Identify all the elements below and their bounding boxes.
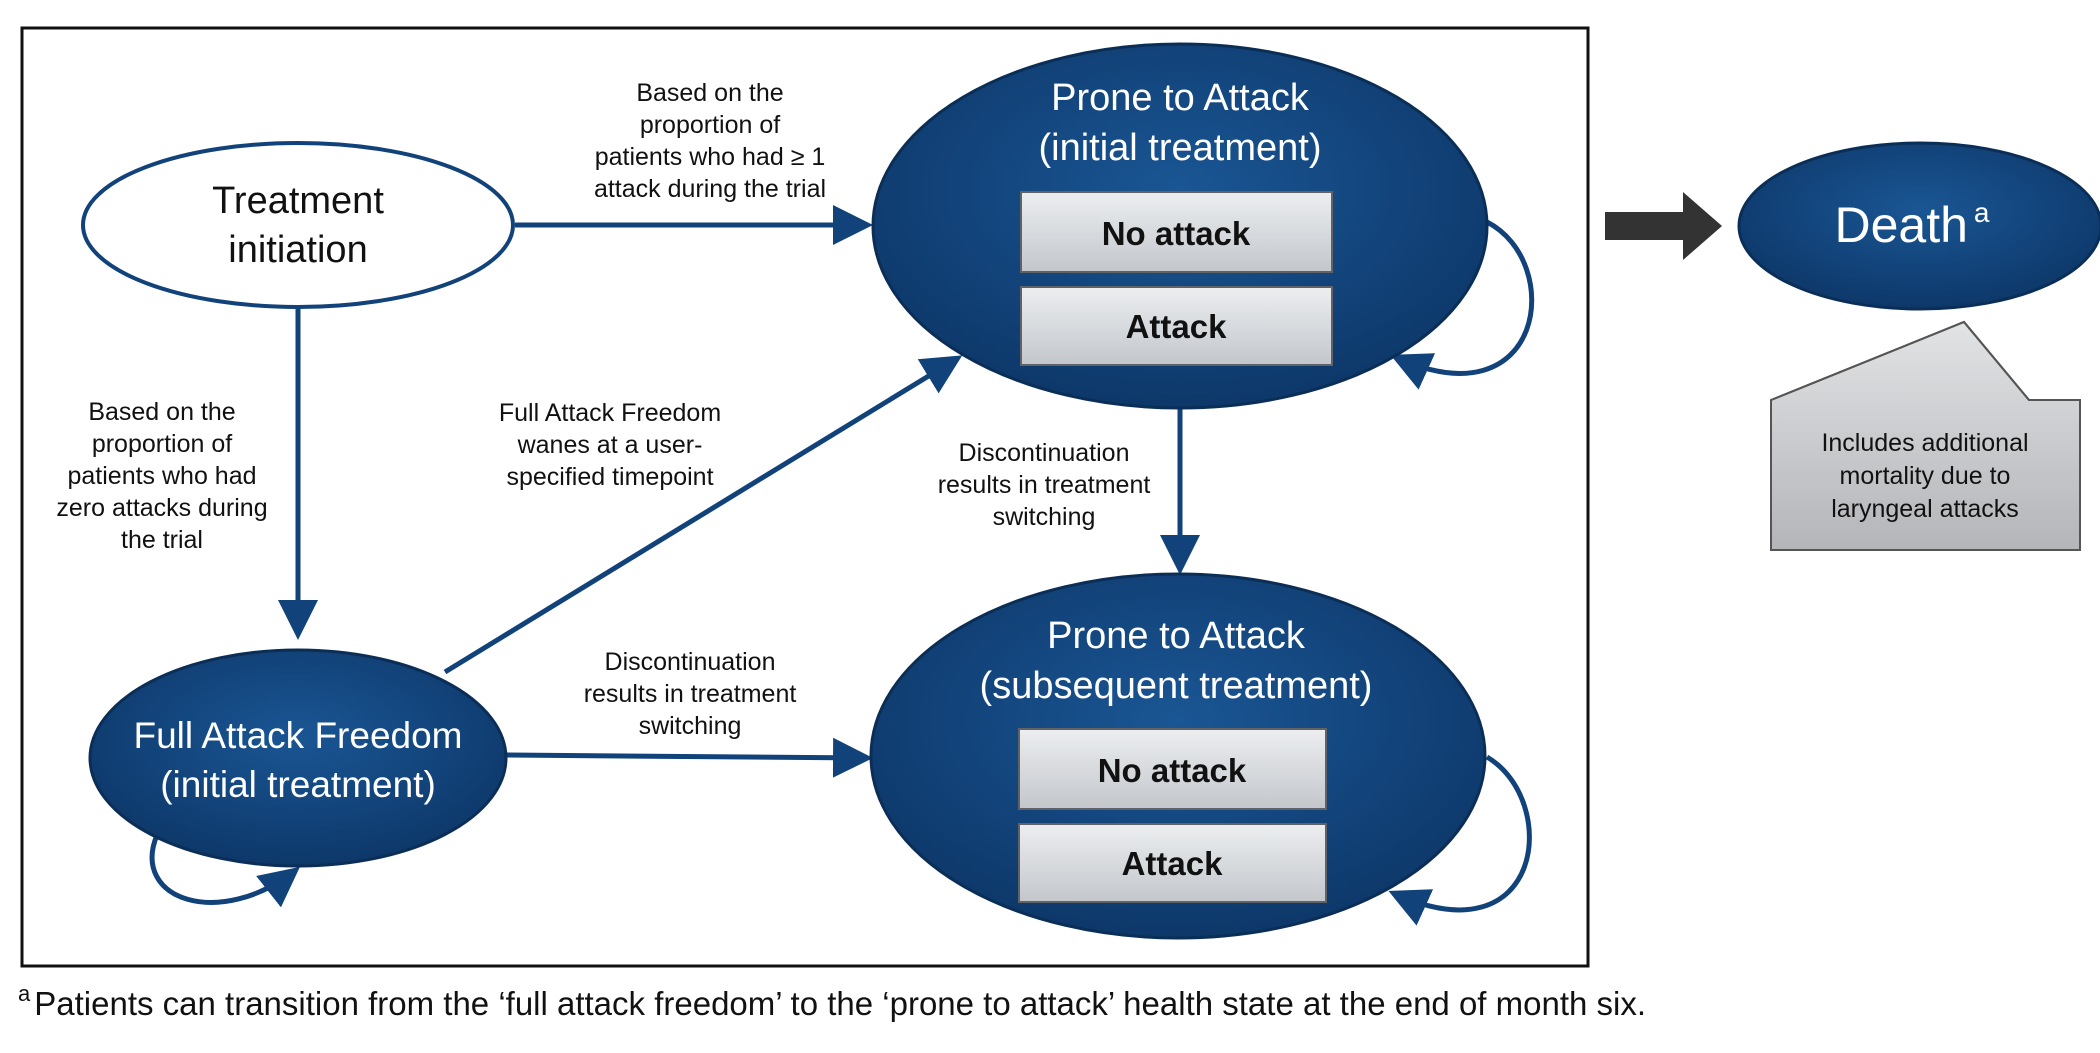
substate-no-attack-initial-label: No attack — [1102, 215, 1251, 252]
state-prone-initial-line2: (initial treatment) — [1039, 127, 1322, 169]
state-full-attack-freedom-line1: Full Attack Freedom — [133, 715, 462, 756]
label-prone-to-subsequent-line1: Discontinuation — [959, 439, 1130, 467]
self-loop-prone-initial — [1390, 219, 1535, 390]
label-init-to-prone-line3: patients who had ≥ 1 — [595, 143, 826, 171]
label-init-to-prone-line1: Based on the — [636, 79, 783, 107]
label-init-to-prone-line2: proportion of — [640, 111, 780, 139]
state-treatment-initiation: Treatment initiation — [81, 141, 515, 309]
label-freedom-to-prone-line3: specified timepoint — [506, 463, 713, 491]
label-init-to-freedom-line5: the trial — [121, 526, 203, 554]
death-callout: Includes additional mortality due to lar… — [1770, 320, 2081, 551]
state-prone-subsequent: Prone to Attack (subsequent treatment) N… — [869, 572, 1487, 940]
state-full-attack-freedom-line2: (initial treatment) — [160, 764, 436, 805]
substate-attack-subsequent — [1018, 823, 1327, 903]
state-prone-initial-line1: Prone to Attack — [1051, 77, 1310, 119]
label-init-to-freedom-line3: patients who had — [67, 462, 256, 490]
label-freedom-to-subsequent-line2: results in treatment — [584, 680, 797, 708]
callout-line2: mortality due to — [1840, 462, 2011, 490]
label-prone-to-subsequent: Discontinuation results in treatment swi… — [938, 439, 1151, 531]
label-freedom-to-subsequent-line1: Discontinuation — [605, 648, 776, 676]
callout-line1: Includes additional — [1821, 429, 2028, 457]
transition-arrows — [149, 205, 1535, 926]
footnote-text: Patients can transition from the ‘full a… — [34, 985, 1647, 1022]
death-superscript: a — [1974, 197, 1990, 228]
label-freedom-to-subsequent-line3: switching — [639, 712, 742, 740]
label-freedom-to-subsequent: Discontinuation results in treatment swi… — [584, 648, 797, 740]
substate-no-attack-initial — [1020, 191, 1333, 273]
self-loop-freedom — [149, 834, 300, 908]
footnote-marker: a — [18, 981, 31, 1006]
substate-no-attack-subsequent-label: No attack — [1098, 752, 1247, 789]
state-full-attack-freedom: Full Attack Freedom (initial treatment) — [88, 648, 508, 868]
label-init-to-prone-line4: attack during the trial — [594, 175, 826, 203]
state-prone-subsequent-line1: Prone to Attack — [1047, 615, 1306, 657]
transition-to-death-arrow — [1605, 192, 1722, 260]
state-prone-initial: Prone to Attack (initial treatment) No a… — [871, 42, 1489, 410]
state-treatment-initiation-line1: Treatment — [212, 180, 384, 222]
label-freedom-to-prone-line2: wanes at a user- — [517, 431, 703, 459]
label-init-to-prone: Based on the proportion of patients who … — [594, 79, 826, 203]
state-treatment-initiation-line2: initiation — [228, 229, 367, 271]
label-init-to-freedom-line1: Based on the — [88, 398, 235, 426]
label-freedom-to-prone: Full Attack Freedom wanes at a user- spe… — [499, 399, 721, 491]
label-init-to-freedom-line2: proportion of — [92, 430, 232, 458]
arrow-freedom-to-prone — [443, 355, 963, 675]
label-freedom-to-prone-line1: Full Attack Freedom — [499, 399, 721, 427]
substate-attack-subsequent-label: Attack — [1122, 845, 1224, 882]
substate-attack-initial — [1020, 286, 1333, 366]
diagram-frame — [20, 26, 1590, 968]
state-prone-subsequent-line2: (subsequent treatment) — [980, 665, 1373, 707]
label-init-to-freedom: Based on the proportion of patients who … — [56, 398, 267, 554]
label-init-to-freedom-line4: zero attacks during — [56, 494, 267, 522]
arrow-freedom-to-subsequent — [504, 737, 873, 778]
death-label-text: Death — [1834, 197, 1967, 253]
callout-line3: laryngeal attacks — [1831, 495, 2019, 523]
substate-no-attack-subsequent — [1018, 728, 1327, 810]
label-prone-to-subsequent-line2: results in treatment — [938, 471, 1151, 499]
label-prone-to-subsequent-line3: switching — [993, 503, 1096, 531]
self-loop-prone-subsequent — [1388, 754, 1532, 926]
substate-attack-initial-label: Attack — [1126, 308, 1228, 345]
